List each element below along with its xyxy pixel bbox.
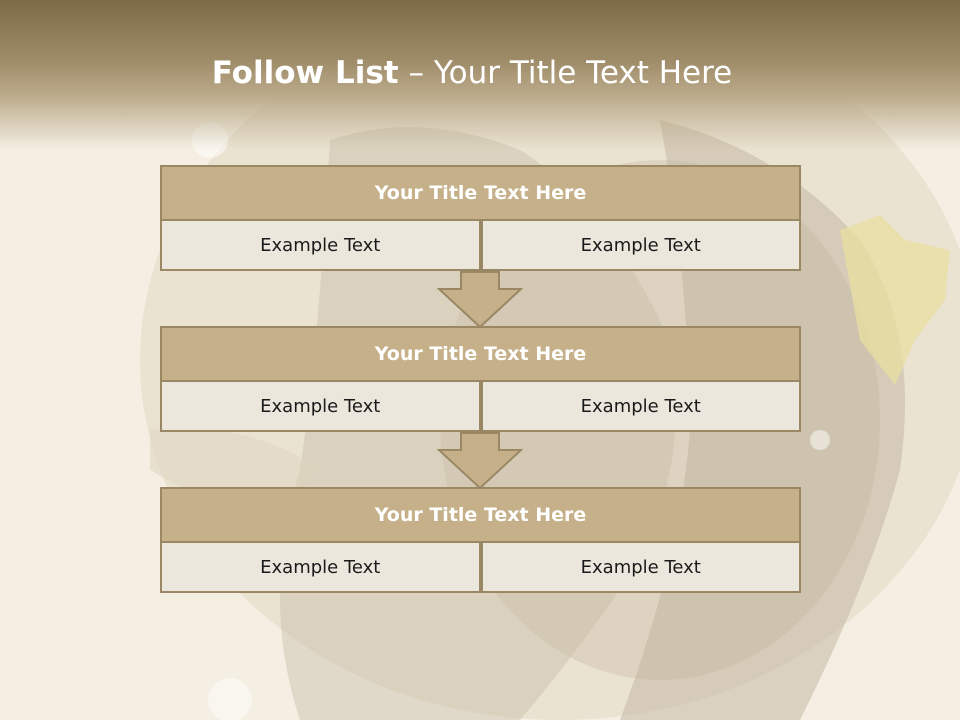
step-cell-left: Example Text bbox=[160, 382, 481, 432]
step-row: Example Text Example Text bbox=[160, 382, 801, 432]
follow-step-3: Your Title Text Here Example Text Exampl… bbox=[160, 487, 801, 593]
follow-step-2: Your Title Text Here Example Text Exampl… bbox=[160, 326, 801, 432]
step-cell-left: Example Text bbox=[160, 543, 481, 593]
step-cell-left: Example Text bbox=[160, 221, 481, 271]
header-bar: Follow List – Your Title Text Here bbox=[0, 0, 960, 150]
step-title: Your Title Text Here bbox=[160, 487, 801, 543]
step-cell-right: Example Text bbox=[480, 543, 801, 593]
title-rest: – Your Title Text Here bbox=[398, 55, 733, 91]
step-cell-right: Example Text bbox=[480, 221, 801, 271]
page-title: Follow List – Your Title Text Here bbox=[0, 55, 944, 91]
step-title: Your Title Text Here bbox=[160, 326, 801, 382]
down-arrow-icon bbox=[437, 271, 523, 329]
step-row: Example Text Example Text bbox=[160, 543, 801, 593]
step-row: Example Text Example Text bbox=[160, 221, 801, 271]
title-bold: Follow List bbox=[211, 55, 399, 91]
step-cell-right: Example Text bbox=[480, 382, 801, 432]
step-title: Your Title Text Here bbox=[160, 165, 801, 221]
follow-step-1: Your Title Text Here Example Text Exampl… bbox=[160, 165, 801, 271]
down-arrow-icon bbox=[437, 432, 523, 490]
